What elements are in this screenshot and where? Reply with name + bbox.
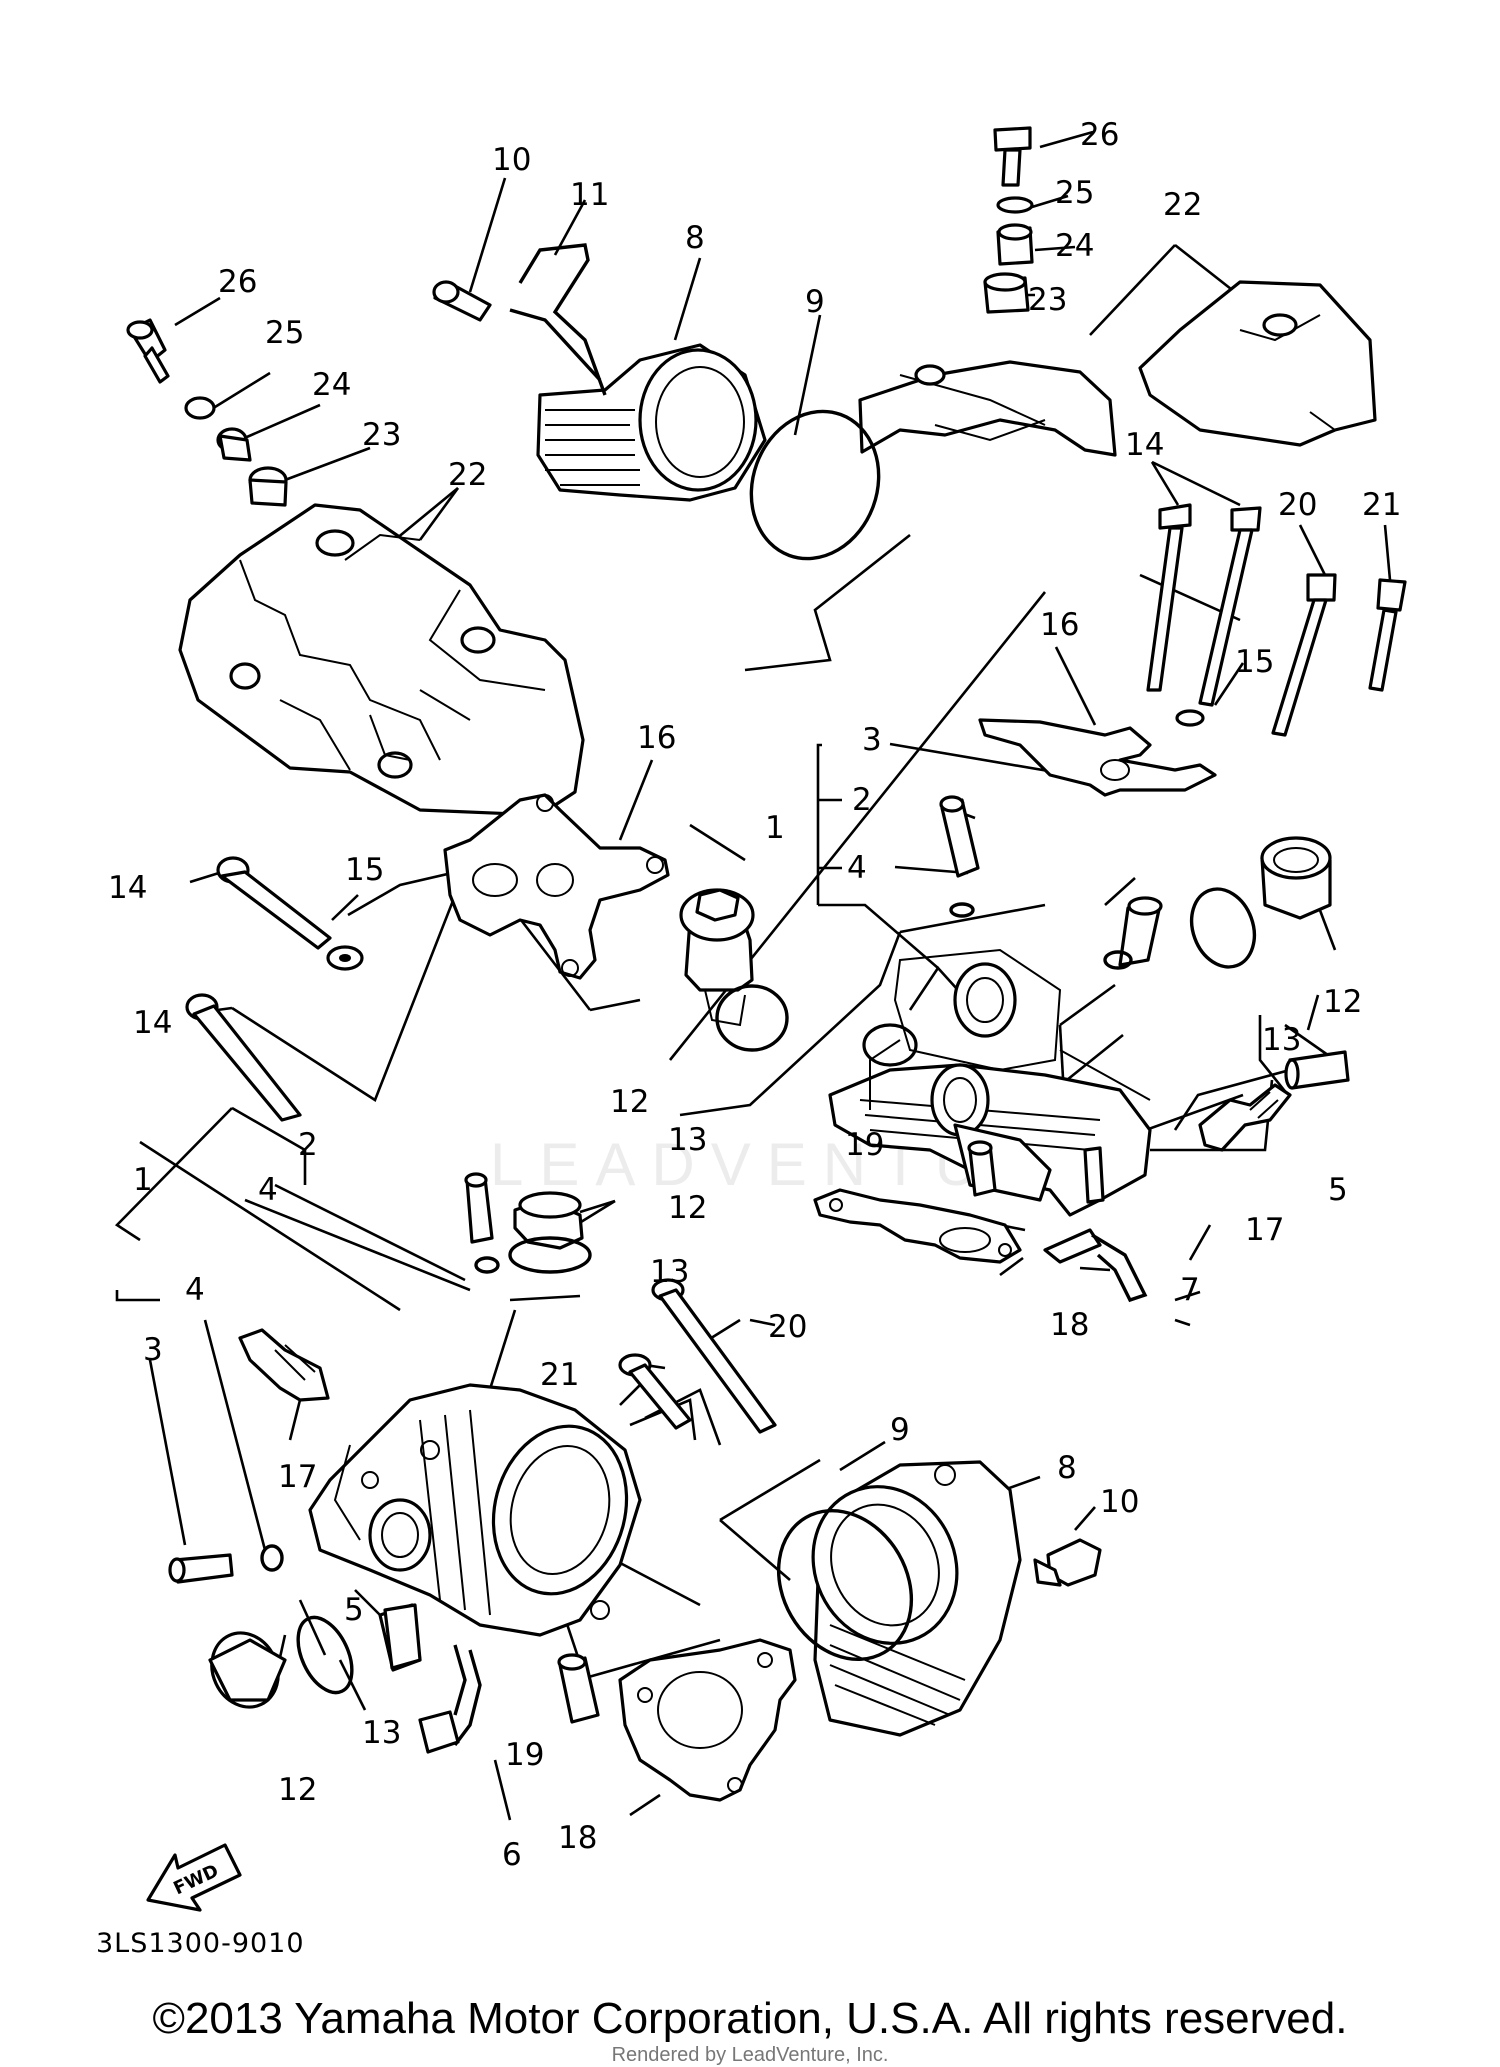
head-bolts-lower (618, 1278, 777, 1434)
callout-22: 22 (448, 457, 487, 493)
head-bolts-mid-left (185, 856, 364, 1122)
callout-13: 13 (650, 1254, 689, 1290)
callout-24: 24 (312, 367, 351, 403)
callout-14: 14 (1125, 427, 1164, 463)
callout-14: 14 (108, 870, 147, 906)
callout-12: 12 (668, 1190, 707, 1226)
fwd-arrow: FWD (146, 1843, 242, 1912)
filler-cap-right (1189, 836, 1332, 969)
callout-18: 18 (558, 1820, 597, 1856)
stud-spark-plug-right (1198, 1050, 1350, 1152)
callout-9: 9 (805, 284, 825, 320)
callout-16: 16 (1040, 607, 1079, 643)
callout-3: 3 (862, 722, 882, 758)
callout-1: 1 (765, 810, 785, 846)
callout-11: 11 (570, 177, 609, 213)
callout-23: 23 (362, 417, 401, 453)
valve-guides-lower (168, 1172, 592, 1709)
callout-26: 26 (218, 264, 257, 300)
callout-21: 21 (540, 1357, 579, 1393)
callout-21: 21 (1362, 487, 1401, 523)
callout-9: 9 (890, 1412, 910, 1448)
filler-cap-upper-left (679, 888, 789, 1052)
callout-24: 24 (1055, 228, 1094, 264)
callout-23: 23 (1028, 282, 1067, 318)
callout-26: 26 (1080, 117, 1119, 153)
callout-12: 12 (610, 1084, 649, 1120)
callout-1: 1 (133, 1162, 153, 1198)
rendered-by-note: Rendered by LeadVenture, Inc. (611, 2044, 889, 2066)
callout-5: 5 (344, 1592, 364, 1628)
callout-17: 17 (278, 1459, 317, 1495)
callout-14: 14 (133, 1005, 172, 1041)
callout-8: 8 (685, 220, 705, 256)
callout-15: 15 (345, 852, 384, 888)
callout-25: 25 (1055, 175, 1094, 211)
callout-8: 8 (1057, 1450, 1077, 1486)
callout-16: 16 (637, 720, 676, 756)
cylinder-top (432, 243, 881, 561)
cylinder-head-lower (308, 1383, 642, 1637)
gasket-mid-left (443, 793, 670, 980)
gasket-pipe-right (813, 1140, 1148, 1303)
cover-bolt-stack-right (983, 126, 1034, 314)
callout-13: 13 (668, 1122, 707, 1158)
callout-19: 19 (845, 1127, 884, 1163)
callout-20: 20 (1278, 487, 1317, 523)
callout-17: 17 (1245, 1212, 1284, 1248)
callout-13: 13 (1262, 1022, 1301, 1058)
callout-18: 18 (1050, 1307, 1089, 1343)
copyright-notice: ©2013 Yamaha Motor Corporation, U.S.A. A… (152, 1994, 1348, 2043)
callout-4: 4 (258, 1172, 278, 1208)
callout-12: 12 (278, 1772, 317, 1808)
callout-4: 4 (847, 850, 867, 886)
valve-guides-upper (939, 795, 1163, 970)
callout-10: 10 (1100, 1484, 1139, 1520)
valve-cover-left (178, 503, 585, 817)
callout-labels: 1 2 3 4 12 13 19 12 13 5 17 7 18 14 20 2… (108, 117, 1401, 1873)
callout-10: 10 (492, 142, 531, 178)
callout-20: 20 (768, 1309, 807, 1345)
callout-13: 13 (362, 1715, 401, 1751)
lower-hardware (383, 1603, 797, 1802)
spark-plug-lower (238, 1328, 330, 1402)
cover-bolt-stack-left (126, 318, 288, 507)
callout-19: 19 (505, 1737, 544, 1773)
callout-12: 12 (1323, 984, 1362, 1020)
valve-cover-right (858, 280, 1377, 457)
callout-22: 22 (1163, 187, 1202, 223)
callout-25: 25 (265, 315, 304, 351)
callout-15: 15 (1235, 644, 1274, 680)
callout-2: 2 (852, 782, 872, 818)
callout-4: 4 (185, 1272, 205, 1308)
callout-3: 3 (143, 1332, 163, 1368)
head-bolts-top-right (978, 503, 1407, 797)
cylinder-lower (776, 1460, 1102, 1737)
callout-2: 2 (298, 1127, 318, 1163)
drawing-code: 3LS1300-9010 (96, 1928, 305, 1959)
callout-7: 7 (1180, 1272, 1200, 1308)
callout-6: 6 (502, 1837, 522, 1873)
callout-5: 5 (1328, 1172, 1348, 1208)
